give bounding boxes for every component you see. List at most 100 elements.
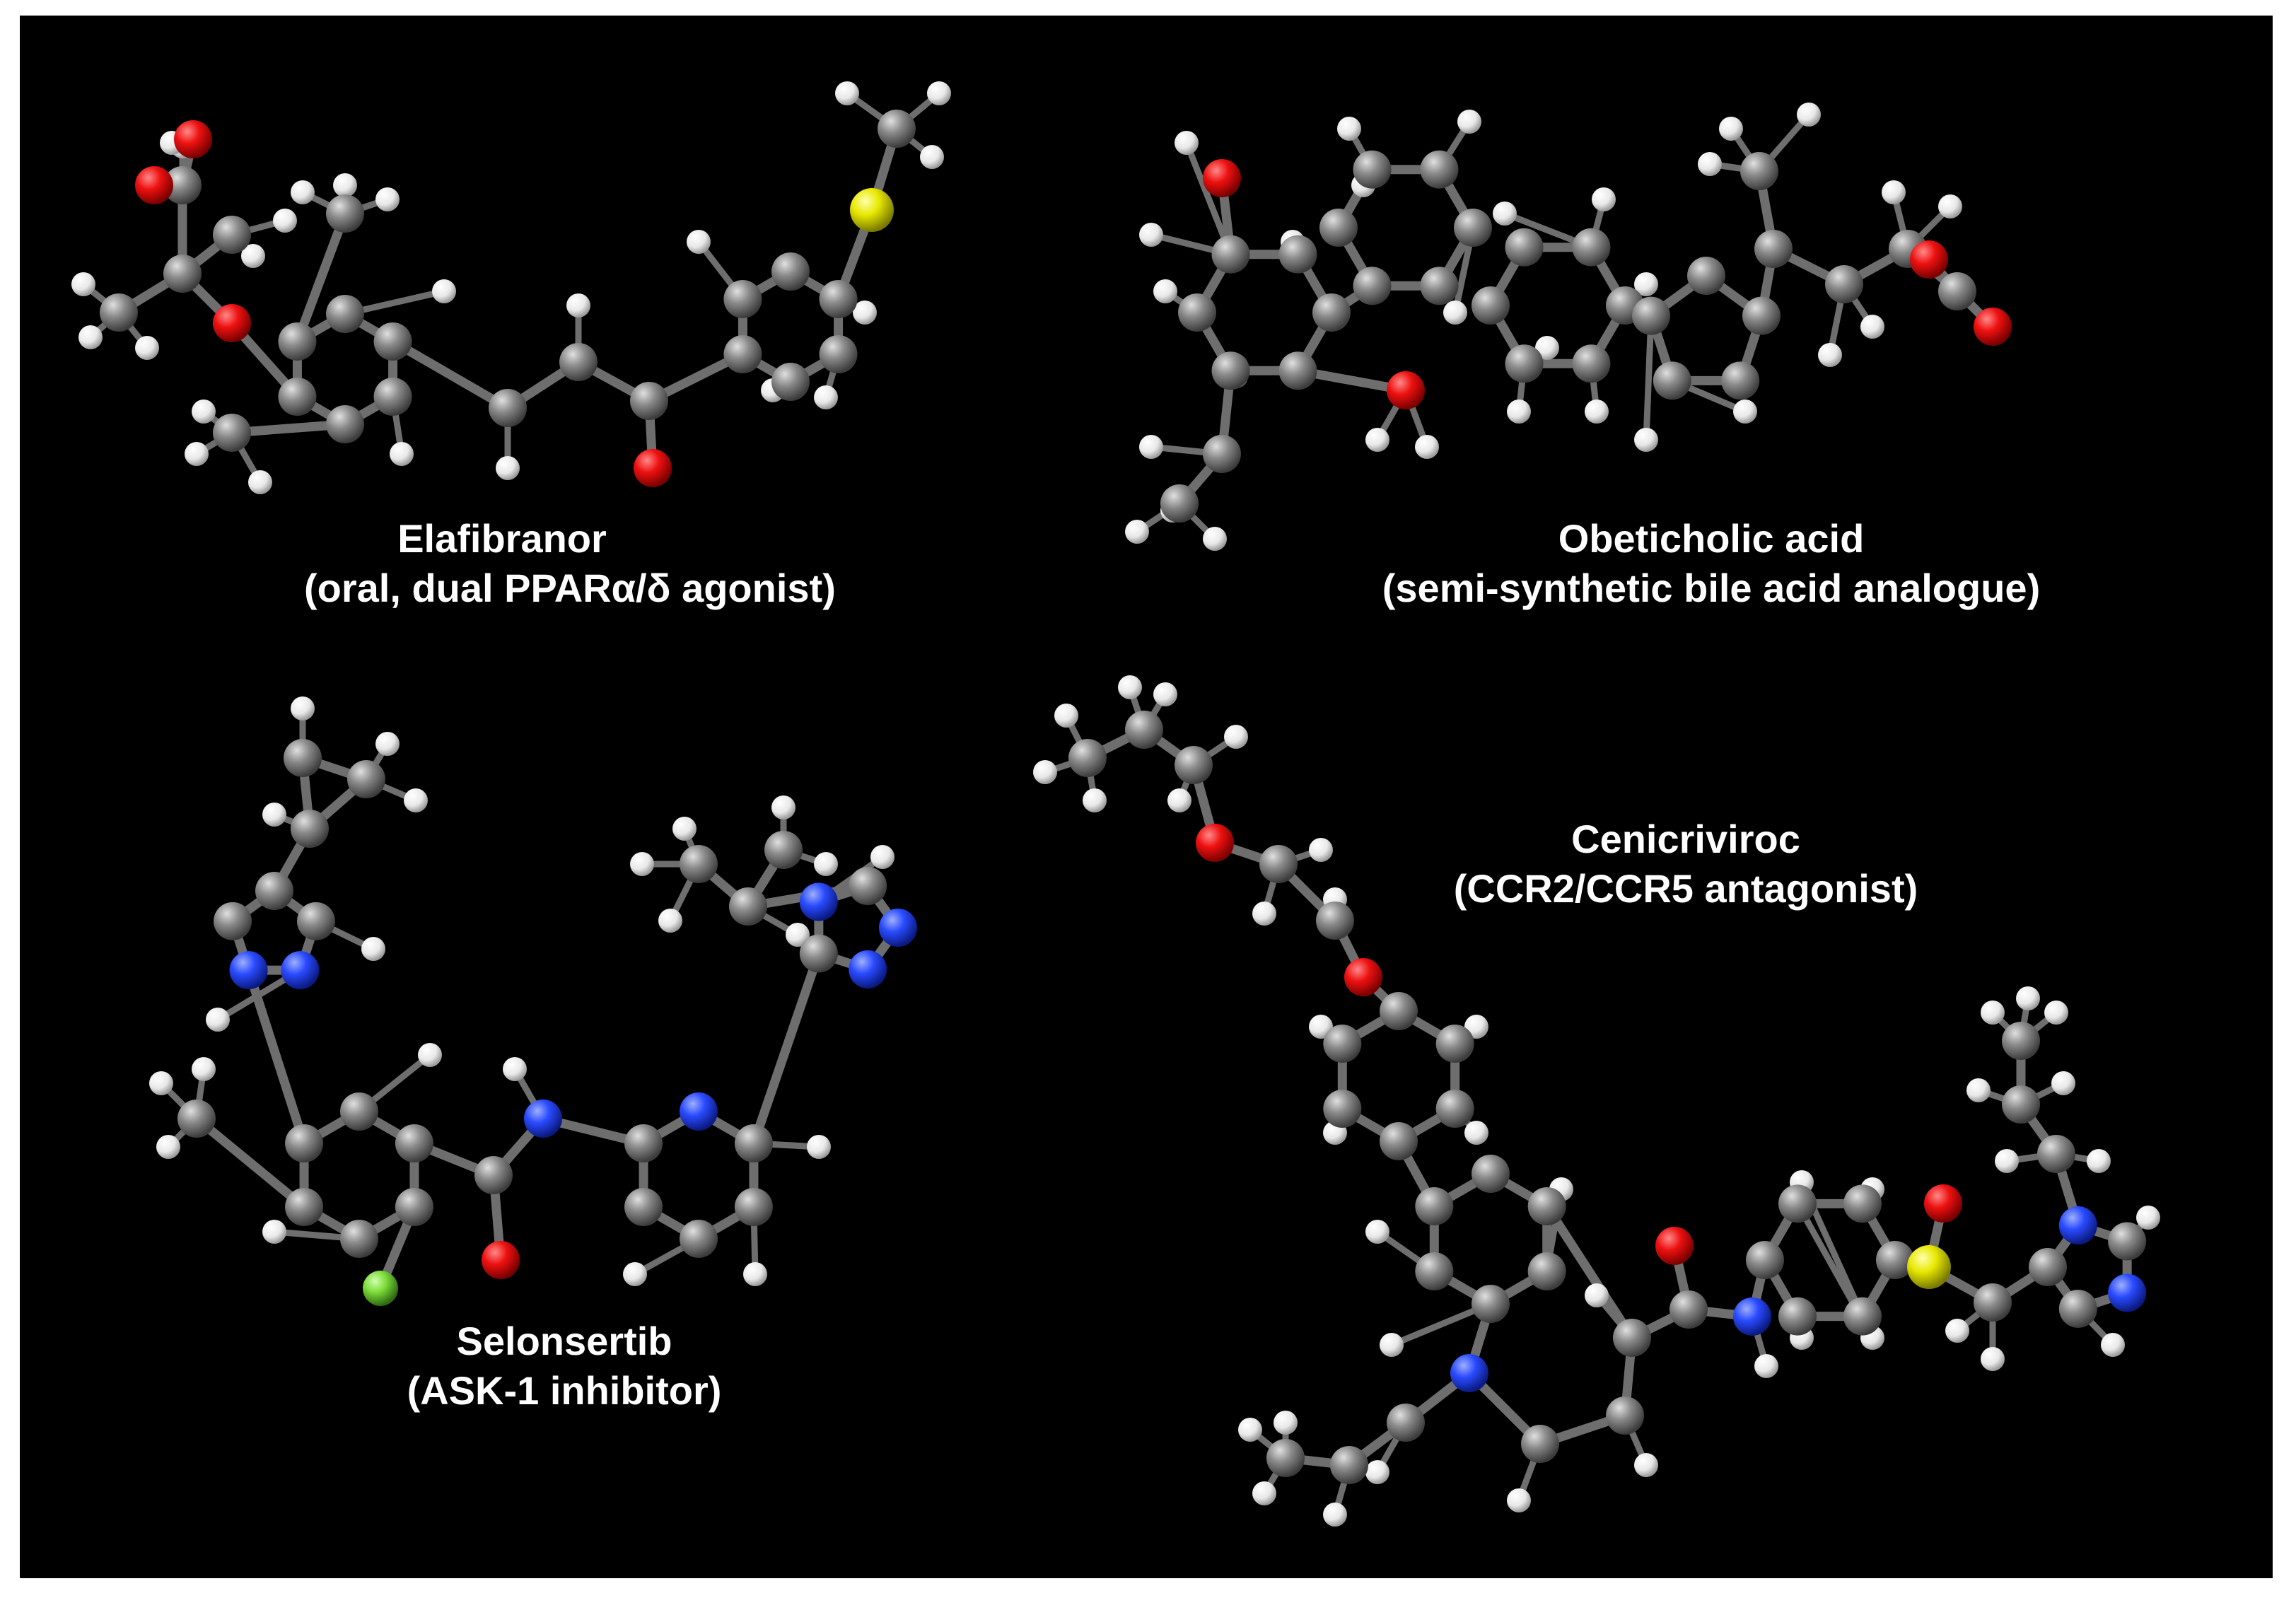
nitrogen-atom [2108,1273,2147,1312]
hydrogen-atom [920,145,944,169]
hydrogen-atom [771,795,796,820]
carbon-atom [285,1124,324,1162]
hydrogen-atom [1125,520,1149,544]
carbon-atom [1319,209,1358,247]
oxygen-atom [1655,1227,1694,1265]
hydrogen-atom [1457,110,1481,134]
hydrogen-atom [71,272,95,296]
carbon-atom [213,216,251,254]
carbon-atom [1387,1404,1425,1442]
carbon-atom [799,934,838,973]
hydrogen-atom [206,1008,230,1032]
hydrogen-atom [1337,117,1361,141]
carbon-atom [213,414,251,452]
carbon-atom [177,1100,216,1138]
hydrogen-atom [623,1262,647,1286]
hydrogen-atom [1224,725,1248,749]
hydrogen-atom [1507,1488,1531,1512]
carbon-atom [1825,265,1863,303]
bond [192,1114,309,1212]
carbon-atom [1278,351,1317,390]
caption-cenicriviroc: Cenicriviroc (CCR2/CCR5 antagonist) [1438,815,1933,914]
carbon-atom [296,902,335,940]
hydrogen-atom [1365,1460,1389,1484]
carbon-atom [1175,746,1213,784]
carbon-atom [326,194,364,233]
hydrogen-atom [1634,1453,1658,1477]
hydrogen-atom [333,173,357,197]
carbon-atom [819,280,858,318]
hydrogen-atom [566,293,590,317]
molecule-name: Obeticholic acid [1558,516,1865,561]
carbon-atom [624,1188,663,1226]
carbon-atom [1415,1187,1454,1225]
fluorine-atom [363,1271,398,1306]
nitrogen-atom [849,950,887,988]
hydrogen-atom [1882,180,1906,204]
hydrogen-atom [2051,1071,2075,1095]
carbon-atom [163,255,202,293]
carbon-atom [1420,267,1459,305]
hydrogen-atom [1365,428,1389,452]
hydrogen-atom [1938,194,1962,218]
molecule-description: (oral, dual PPARα/δ agonist) [304,566,836,610]
carbon-atom [347,760,385,798]
sulfur-atom [1907,1245,1951,1289]
carbon-atom [326,405,364,443]
nitrogen-atom [1450,1354,1488,1392]
molecule-description: (ASK-1 inhibitor) [407,1368,722,1413]
hydrogen-atom [1966,1078,1991,1102]
molecule-name: Cenicriviroc [1571,817,1800,861]
nitrogen-atom [680,1092,718,1131]
hydrogen-atom [1252,902,1276,926]
carbon-atom [100,293,138,332]
carbon-atom [1472,1155,1510,1193]
carbon-atom [1454,209,1492,247]
carbon-atom [1613,1319,1651,1357]
hydrogen-atom [1464,1121,1488,1145]
hydrogen-atom [361,937,385,961]
hydrogen-atom [149,1071,173,1095]
carbon-atom [1435,1025,1474,1063]
carbon-atom [373,378,412,416]
hydrogen-atom [1754,1354,1778,1378]
hydrogen-atom [2101,1333,2125,1357]
carbon-atom [1211,351,1250,390]
hydrogen-atom [1493,202,1517,226]
carbon-atom [1687,257,1725,295]
carbon-atom [1876,1241,1914,1279]
carbon-atom [764,831,803,869]
hydrogen-atom [192,400,216,424]
carbon-atom [723,280,762,318]
carbon-atom [559,343,598,381]
hydrogen-atom [1592,187,1616,211]
hydrogen-atom [1981,1001,2005,1025]
carbon-atom [734,1188,773,1226]
hydrogen-atom [390,442,414,466]
hydrogen-atom [743,1262,767,1286]
bond [1183,139,1234,258]
hydrogen-atom [1139,223,1163,247]
cenicriviroc-model [1033,675,2160,1527]
carbon-atom [1330,1446,1368,1484]
hydrogen-atom [1054,704,1078,728]
caption-elafibranor: Elafibranor (oral, dual PPARα/δ agonist) [304,514,836,613]
carbon-atom [1266,1439,1305,1477]
hydrogen-atom [156,1135,180,1159]
hydrogen-atom [375,732,400,756]
carbon-atom [734,1124,773,1162]
hydrogen-atom [1238,1418,1262,1442]
carbon-atom [624,1124,663,1162]
hydrogen-atom [291,180,315,204]
carbon-atom [1527,1252,1566,1290]
carbon-atom [285,1188,324,1226]
carbon-atom [1415,1252,1454,1290]
hydrogen-atom [192,1057,216,1081]
caption-selonsertib: Selonsertib (ASK-1 inhibitor) [366,1317,762,1416]
hydrogen-atom [1818,343,1842,367]
bond [388,337,513,413]
nitrogen-atom [281,951,320,990]
carbon-atom [340,1220,378,1258]
carbon-atom [1572,344,1611,383]
hydrogen-atom [503,1057,527,1081]
